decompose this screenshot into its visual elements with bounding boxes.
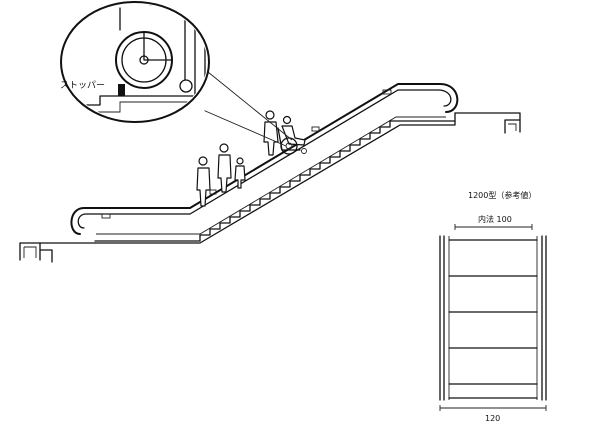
- stopper-label: ストッパー: [60, 80, 105, 91]
- lower-handrail-inlet: [101, 213, 111, 219]
- inner-dimension-line: [454, 224, 533, 230]
- attendant: [263, 110, 279, 156]
- upper-landing: [454, 112, 521, 134]
- outer-dimension-line: [439, 405, 547, 411]
- inner-dimension-label: 内法 100: [478, 214, 512, 224]
- magnifier-circle: [60, 1, 210, 123]
- skirt-mark-upper: [311, 126, 320, 132]
- stopper-block: [118, 84, 125, 96]
- passenger-adult-1: [196, 156, 211, 207]
- lower-landing: [19, 242, 96, 263]
- passenger-child: [234, 157, 246, 189]
- outer-dimension-label: 120: [485, 414, 500, 423]
- caster-wheel-detail: [179, 79, 193, 93]
- escalator-steps: [94, 120, 456, 242]
- detail-callout: ストッパー: [60, 1, 293, 147]
- passengers: [196, 110, 307, 207]
- skirt-mark-lower: [209, 189, 217, 195]
- model-title: 1200型（参考値）: [468, 190, 536, 200]
- wheelchair-user: [277, 115, 307, 155]
- truss-underside: [94, 112, 456, 244]
- upper-handrail-inlet: [382, 89, 392, 95]
- passenger-adult-2: [217, 143, 232, 193]
- plan-view: 1200型（参考値） 内法 100 120: [439, 190, 547, 423]
